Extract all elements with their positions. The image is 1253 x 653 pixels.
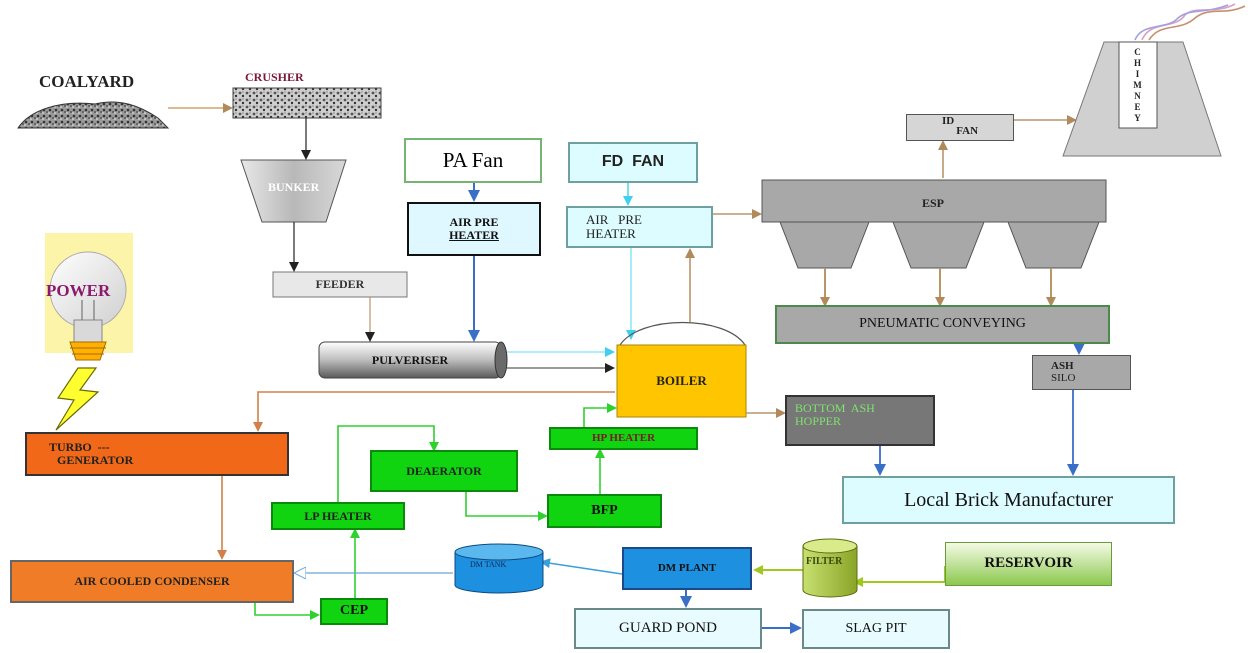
- local-brick-manufacturer-label: Local Brick Manufacturer: [904, 488, 1113, 511]
- lp-heater-box: LP HEATER: [271, 502, 405, 530]
- feeder-label: FEEDER: [315, 277, 365, 292]
- fd-fan-box: FD FAN: [568, 142, 698, 183]
- dm-tank-shape: [454, 552, 544, 594]
- deaerator-to-bfp-arrow: [465, 492, 548, 521]
- esp-label: ESP: [922, 196, 945, 210]
- bottom-ash-hopper-line2: HOPPER: [795, 413, 842, 428]
- bottom-ash-hopper-line1: BOTTOM ASH: [795, 401, 875, 415]
- boiler-label: BOILER: [656, 373, 707, 389]
- pneumatic-conveying-box: PNEUMATIC CONVEYING: [775, 305, 1110, 344]
- bfp-box: BFP: [547, 494, 662, 528]
- power-label: POWER: [46, 281, 111, 300]
- ash-silo-line1: ASH: [1051, 359, 1074, 372]
- air-pre-heater-2-box: AIR PRE HEATER: [566, 206, 713, 248]
- feeder-shape: [272, 271, 408, 298]
- cep-label: CEP: [340, 603, 368, 619]
- air-cooled-condenser-label: AIR COOLED CONDENSER: [74, 574, 230, 589]
- bunker-label: BUNKER: [268, 180, 320, 194]
- boiler-shape: [616, 344, 747, 418]
- ash-silo-box: ASH SILO: [1032, 355, 1131, 390]
- condenser-to-cep-arrow: [254, 603, 320, 620]
- ash-silo-line2: SILO: [1051, 371, 1076, 384]
- hpheater-to-boiler-arrow: [583, 403, 617, 427]
- coalyard-label: COALYARD: [39, 72, 135, 91]
- air-pre-heater-1-line1: AIR PRE: [449, 215, 499, 230]
- pa-fan-label: PA Fan: [442, 148, 504, 173]
- lightning-icon: [55, 367, 100, 431]
- chimney-label: CHIMNEY: [1133, 47, 1142, 123]
- dm-tank-label: DM TANK: [470, 560, 507, 569]
- reservoir-label: RESERVOIR: [984, 555, 1073, 572]
- filter-shape: [802, 546, 858, 598]
- id-fan-fan-label: FAN: [956, 124, 979, 137]
- dmplant-to-dmtank-arrow: [540, 558, 623, 575]
- esp-hopper-3: [1007, 221, 1100, 269]
- local-brick-manufacturer-box: Local Brick Manufacturer: [842, 476, 1175, 524]
- filter-label: FILTER: [806, 556, 843, 567]
- pa-fan-box: PA Fan: [404, 138, 542, 183]
- feeder-box: FEEDER: [273, 272, 407, 297]
- boiler-dome: [619, 322, 746, 346]
- bunker-shape: [240, 159, 347, 223]
- esp-shape: [761, 179, 1107, 223]
- air-pre-heater-1-box: AIR PRE HEATER: [407, 202, 541, 256]
- air-pre-heater-2-line1: AIR PRE: [586, 212, 642, 228]
- crusher-shape: [232, 87, 382, 119]
- id-fan-id-label: ID: [941, 114, 955, 127]
- pulveriser-box: PULVERISER: [319, 342, 501, 378]
- coal-pile-shape: [17, 101, 170, 129]
- lp-heater-label: LP HEATER: [304, 508, 372, 523]
- slag-pit-label: SLAG PIT: [845, 620, 907, 636]
- deaerator-label: DEAERATOR: [406, 463, 482, 478]
- lpheater-to-deaerator-arrow: [337, 425, 439, 502]
- boiler-box: BOILER: [617, 345, 746, 417]
- reservoir-to-filter-arrow: [853, 566, 946, 587]
- turbo-generator-box: TURBO --- GENERATOR: [25, 432, 289, 476]
- air-cooled-condenser-box: AIR COOLED CONDENSER: [10, 560, 294, 603]
- hp-heater-label: HP HEATER: [591, 431, 656, 444]
- deaerator-box: DEAERATOR: [370, 450, 518, 492]
- turbo-generator-line1: TURBO ---: [49, 440, 110, 455]
- crusher-label: CRUSHER: [245, 70, 304, 84]
- reservoir-box: RESERVOIR: [945, 542, 1112, 586]
- id-fan-box: ID FAN: [906, 114, 1014, 141]
- pulveriser-label: PULVERISER: [371, 352, 449, 367]
- air-pre-heater-1-line2: HEATER: [449, 228, 499, 242]
- guard-pond-box: GUARD POND: [574, 608, 762, 649]
- dm-plant-box: DM PLANT: [622, 547, 752, 590]
- pneumatic-conveying-label: PNEUMATIC CONVEYING: [859, 316, 1026, 332]
- fd-fan-label: FD FAN: [601, 153, 665, 171]
- hp-heater-box: HP HEATER: [549, 427, 698, 450]
- turbo-generator-line2: GENERATOR: [57, 453, 134, 467]
- bfp-label: BFP: [591, 502, 618, 518]
- air-pre-heater-2-line2: HEATER: [586, 226, 636, 241]
- esp-hopper-1: [779, 221, 870, 269]
- esp-hopper-2: [892, 221, 985, 269]
- cep-box: CEP: [320, 598, 388, 625]
- boiler-to-turbo-arrow: [253, 391, 615, 432]
- guard-pond-label: GUARD POND: [619, 619, 717, 636]
- slag-pit-box: SLAG PIT: [802, 609, 950, 649]
- bottom-ash-hopper-box: BOTTOM ASH HOPPER: [785, 395, 935, 446]
- dm-plant-label: DM PLANT: [657, 561, 717, 574]
